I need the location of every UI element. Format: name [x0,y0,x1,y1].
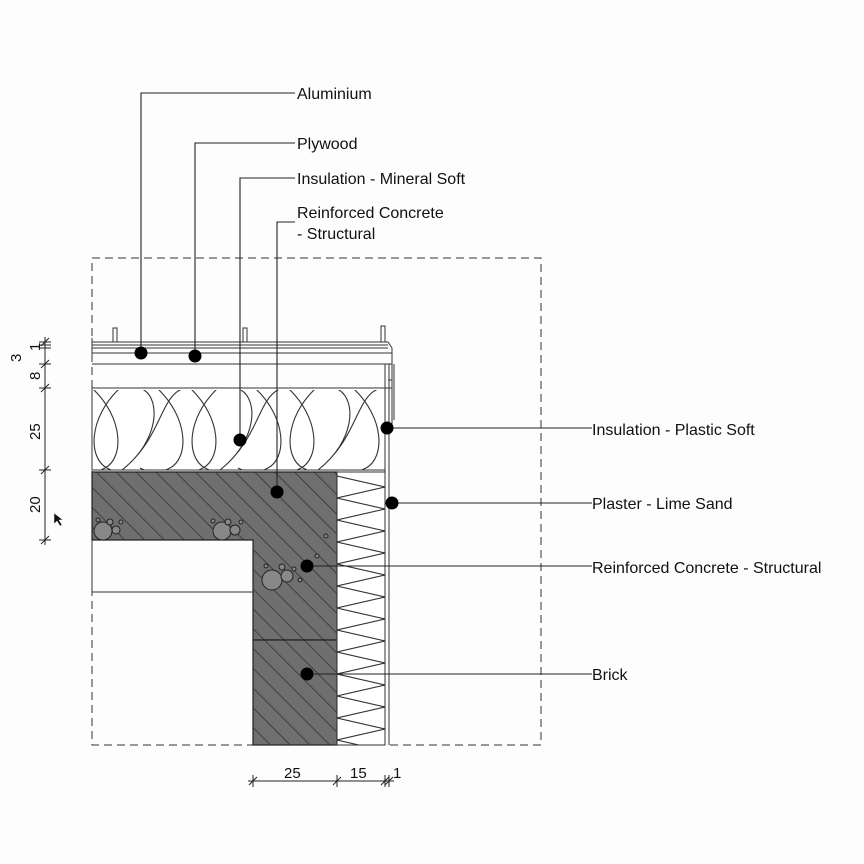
label-concrete-top-2: - Structural [297,226,375,243]
dot-plaster [385,496,399,510]
brick-wall [252,639,338,746]
dot-concrete-top [270,485,284,499]
label-insulation-plastic: Insulation - Plastic Soft [592,422,755,439]
label-plaster: Plaster - Lime Sand [592,496,733,513]
plastic-insulation-layer [336,471,386,746]
horizontal-dimension [248,775,394,787]
interior-outline [91,540,253,593]
dim-h-25: 25 [284,765,301,782]
leader-dots [134,346,399,681]
dim-v-20: 20 [27,496,44,513]
zigzag-pattern [337,475,385,745]
leader-lines [140,92,592,675]
batt-pattern [92,390,380,470]
vertical-dimension [39,337,51,545]
label-insulation-mineral: Insulation - Mineral Soft [297,171,466,188]
dot-insulation-plastic [380,421,394,435]
mineral-insulation-layer [91,387,386,471]
dim-v-8: 8 [27,372,44,380]
label-concrete-right: Reinforced Concrete - Structural [592,560,821,577]
label-plywood: Plywood [297,136,357,153]
dot-concrete-right [300,559,314,573]
dim-h-15: 15 [350,765,367,782]
dot-aluminium [134,346,148,360]
dot-brick [300,667,314,681]
plaster-layer [384,364,395,745]
dim-h-1: 1 [393,765,401,782]
concrete-slab [91,471,338,641]
label-aluminium: Aluminium [297,86,372,103]
dim-v-3: 3 [8,354,25,362]
cursor-icon [53,512,64,527]
dot-insulation-mineral [233,433,247,447]
dim-v-25: 25 [27,423,44,440]
label-brick: Brick [592,667,629,684]
dot-plywood [188,349,202,363]
concrete-aggregate [93,517,329,591]
label-concrete-top-1: Reinforced Concrete [297,205,444,222]
dim-v-1: 1 [27,343,44,351]
